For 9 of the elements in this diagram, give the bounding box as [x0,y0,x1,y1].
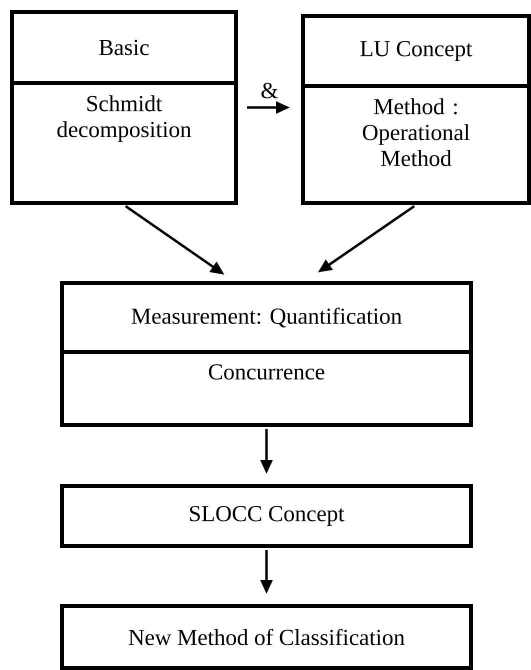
box-heading: Measurement: Quantification [132,308,402,328]
edge-label: & [260,82,280,100]
box-heading: New Method of Classification [128,628,405,646]
box-text: Concurrence [208,364,324,380]
box-heading: LU Concept [360,40,472,62]
box-heading: SLOCC Concept [190,506,344,526]
box-text: Schmidt decomposition [57,95,192,142]
box-text: Method : Operational Method [362,98,470,166]
box-heading: Basic [99,40,149,56]
